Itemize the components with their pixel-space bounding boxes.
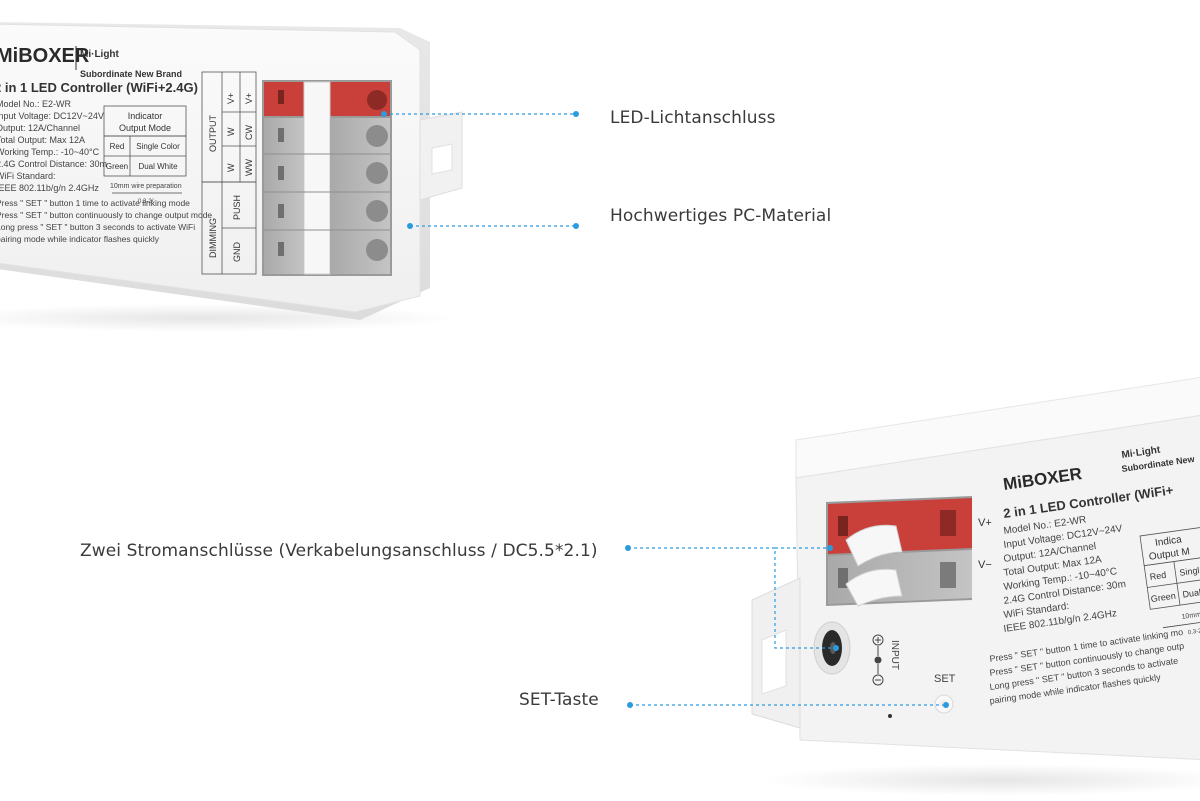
indicator-led-icon (888, 714, 892, 718)
pin-cw: CW (244, 125, 254, 140)
polarity-icon (872, 634, 884, 686)
indicator-table: Indicator Output Mode Red Single Color G… (103, 105, 187, 205)
instruction-list: Press " SET " button 1 time to activate … (0, 198, 212, 244)
pin-gnd: GND (232, 242, 242, 263)
pin-ww: WW (244, 159, 254, 176)
indicator-red: Red (110, 142, 125, 151)
power-terminal-block (826, 496, 972, 607)
spec-distance: 2.4G Control Distance: 30m (0, 159, 107, 169)
led-terminal-block (262, 80, 392, 276)
set-label: SET (934, 673, 956, 685)
controller-top-view: MiBOXER Mi·Light Subordinate New Brand 2… (0, 22, 463, 332)
indicator-subheading: Output Mode (119, 123, 171, 133)
indicator-green: Green (106, 162, 128, 171)
instruction-4: pairing mode while indicator flashes qui… (0, 234, 160, 244)
callout-dots (381, 111, 949, 708)
pin-vplus-single: V+ (226, 93, 236, 104)
spec-list: Model No.: E2-WR Input Voltage: DC12V~24… (0, 99, 107, 193)
dc-jack (813, 621, 851, 675)
pin-w-2: W (226, 163, 236, 172)
pin-vplus-dual: V+ (244, 93, 254, 104)
instruction-1: Press " SET " button 1 time to activate … (0, 198, 190, 208)
instruction-3: Long press " SET " button 3 seconds to a… (0, 222, 195, 232)
spec-output: Output: 12A/Channel (0, 123, 80, 133)
indicator-red-2: Red (1149, 570, 1167, 582)
instruction-2: Press " SET " button continuously to cha… (0, 210, 212, 220)
subbrand-tagline: Subordinate New Brand (80, 69, 182, 79)
callout-power-connections: Zwei Stromanschlüsse (Verkabelungsanschl… (80, 541, 598, 561)
callout-set-button: SET-Taste (519, 690, 599, 710)
product-title: 2 in 1 LED Controller (WiFi+2.4G) (0, 80, 198, 95)
output-label: OUTPUT (208, 115, 218, 153)
spec-total: Total Output: Max 12A (0, 135, 85, 145)
callout-line-power-jack (628, 547, 836, 649)
callout-pc-material: Hochwertiges PC-Material (610, 206, 832, 226)
pin-labels: OUTPUT DIMMING V+ W W PUSH GND V+ CW WW (208, 93, 254, 262)
spec-input: Input Voltage: DC12V~24V (0, 111, 104, 121)
brand-logo: MiBOXER (0, 45, 90, 67)
spec-temp: Working Temp.: -10~40°C (0, 147, 100, 157)
subbrand-name: Mi·Light (80, 49, 120, 60)
spec-model: Model No.: E2-WR (0, 99, 72, 109)
indicator-green-2: Green (1150, 591, 1176, 604)
indicator-dual-white: Dual White (138, 162, 178, 171)
wire-gauge-label: 0.3-2² (138, 199, 154, 205)
input-label: INPUT (889, 640, 900, 670)
spec-list-2: Model No.: E2-WR Input Voltage: DC12V~24… (1003, 514, 1127, 634)
spec-wifi: WiFi Standard: (0, 171, 56, 181)
terminal-vminus-label: V− (978, 559, 992, 571)
indicator-dual-2: Dual (1182, 587, 1200, 599)
callout-led-connection: LED-Lichtanschluss (610, 108, 776, 128)
callout-lines (384, 113, 946, 706)
wire-gauge-label-2: 0.3-2² (1188, 628, 1200, 636)
pin-label-grid (201, 71, 257, 275)
terminal-vplus-label: V+ (978, 517, 992, 529)
subbrand-name-2: Mi·Light (1121, 445, 1162, 461)
indicator-heading-2: Indica (1154, 534, 1182, 549)
indicator-heading: Indicator (128, 111, 163, 121)
controller-angled-view: MiBOXER Mi·Light Subordinate New 2 in 1 … (751, 377, 1200, 796)
indicator-single-color: Single Color (136, 142, 180, 151)
pin-w-1: W (226, 127, 236, 136)
indicator-single-2: Singl (1179, 565, 1200, 578)
spec-ieee: IEEE 802.11b/g/n 2.4GHz (0, 183, 99, 193)
pin-push: PUSH (232, 195, 242, 220)
dimming-label: DIMMING (208, 218, 218, 258)
wire-prep-label: 10mm wire preparation (110, 183, 182, 190)
